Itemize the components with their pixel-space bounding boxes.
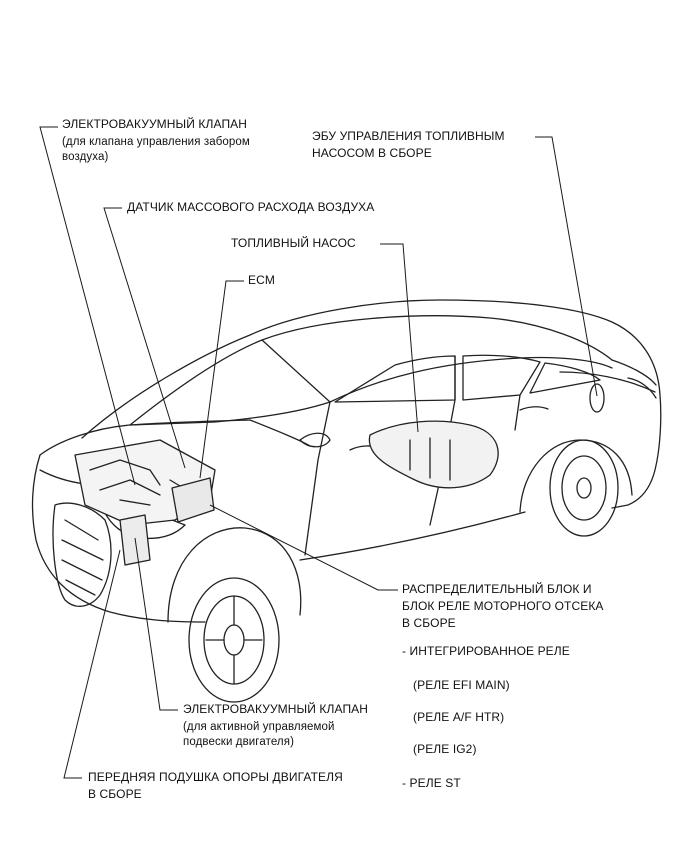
label-evac-valve-mount-detail-1: (для активной управляемой	[183, 721, 335, 733]
label-engine-mount-line-1: ПЕРЕДНЯЯ ПОДУШКА ОПОРЫ ДВИГАТЕЛЯ	[88, 770, 343, 784]
relay-item-integrated: - ИНТЕГРИРОВАННОЕ РЕЛЕ	[402, 644, 570, 659]
leader-evac-valve-mount	[134, 537, 178, 711]
hood	[39, 419, 251, 456]
label-evac-valve-mount-detail-2: подвески двигателя)	[183, 736, 295, 748]
leader-evac-valve-intake	[39, 126, 136, 486]
fuel-tank	[368, 420, 499, 489]
label-evac-valve-intake-detail-1: (для клапана управления забором	[62, 136, 250, 148]
label-fuel-pump: ТОПЛИВНЫЙ НАСОС	[231, 236, 356, 251]
relay-item-st: - РЕЛЕ ST	[402, 776, 461, 791]
rear-wheel	[549, 439, 619, 537]
relay-item-af-htr: (РЕЛЕ A/F HTR)	[413, 710, 504, 725]
label-maf-sensor-title: ДАТЧИК МАССОВОГО РАСХОДА ВОЗДУХА	[127, 200, 375, 214]
leader-ecm	[199, 280, 244, 479]
relay-item-ig2: (РЕЛЕ IG2)	[413, 742, 477, 757]
label-fuel-pump-ecu: ЭБУ УПРАВЛЕНИЯ ТОПЛИВНЫМ НАСОСОМ В СБОРЕ	[312, 129, 505, 161]
car-body-outline	[81, 299, 662, 509]
relay-item-integrated-text: - ИНТЕГРИРОВАННОЕ РЕЛЕ	[402, 644, 570, 658]
label-fuel-pump-ecu-line-1: ЭБУ УПРАВЛЕНИЯ ТОПЛИВНЫМ	[312, 129, 505, 143]
relay-item-st-text: - РЕЛЕ ST	[402, 776, 461, 790]
label-fuel-pump-ecu-line-2: НАСОСОМ В СБОРЕ	[312, 146, 432, 160]
label-ecm: ECM	[248, 273, 275, 288]
label-evac-valve-mount: ЭЛЕКТРОВАКУУМНЫЙ КЛАПАН (для активной уп…	[183, 702, 368, 750]
label-evac-valve-intake-title: ЭЛЕКТРОВАКУУМНЫЙ КЛАПАН	[62, 117, 248, 131]
relay-item-efi-main: (РЕЛЕ EFI MAIN)	[413, 678, 510, 693]
label-relay-block-line-2: БЛОК РЕЛЕ МОТОРНОГО ОТСЕКА	[402, 599, 604, 613]
leader-engine-mount	[63, 549, 121, 779]
label-evac-valve-intake-detail-2: воздуха)	[62, 151, 109, 163]
front-wheel-arch	[167, 527, 302, 623]
relay-item-af-htr-text: (РЕЛЕ A/F HTR)	[413, 710, 505, 724]
label-relay-block: РАСПРЕДЕЛИТЕЛЬНЫЙ БЛОК И БЛОК РЕЛЕ МОТОР…	[402, 582, 604, 631]
label-engine-mount: ПЕРЕДНЯЯ ПОДУШКА ОПОРЫ ДВИГАТЕЛЯ В СБОРЕ	[88, 770, 343, 802]
label-evac-valve-mount-title: ЭЛЕКТРОВАКУУМНЫЙ КЛАПАН	[183, 702, 369, 716]
label-engine-mount-line-2: В СБОРЕ	[88, 787, 142, 801]
relay-item-efi-main-text: (РЕЛЕ EFI MAIN)	[413, 678, 510, 692]
relay-item-ig2-text: (РЕЛЕ IG2)	[413, 742, 477, 756]
grille	[52, 502, 112, 607]
windshield	[129, 339, 331, 426]
label-relay-block-line-3: В СБОРЕ	[402, 616, 456, 630]
relay-block	[171, 477, 215, 523]
label-maf-sensor: ДАТЧИК МАССОВОГО РАСХОДА ВОЗДУХА	[127, 200, 374, 215]
leader-fuel-pump	[380, 243, 419, 433]
leader-maf-sensor	[103, 207, 186, 469]
leader-fuel-pump-ecu	[535, 136, 598, 397]
front-bumper	[31, 454, 206, 623]
label-ecm-title: ECM	[248, 273, 275, 287]
label-relay-block-line-1: РАСПРЕДЕЛИТЕЛЬНЫЙ БЛОК И	[402, 582, 592, 596]
label-evac-valve-intake: ЭЛЕКТРОВАКУУМНЫЙ КЛАПАН (для клапана упр…	[62, 117, 250, 165]
rear-wheel-arch	[519, 439, 633, 513]
front-wheel	[188, 577, 280, 703]
leader-relay-block	[209, 504, 398, 591]
label-fuel-pump-title: ТОПЛИВНЫЙ НАСОС	[231, 236, 356, 250]
